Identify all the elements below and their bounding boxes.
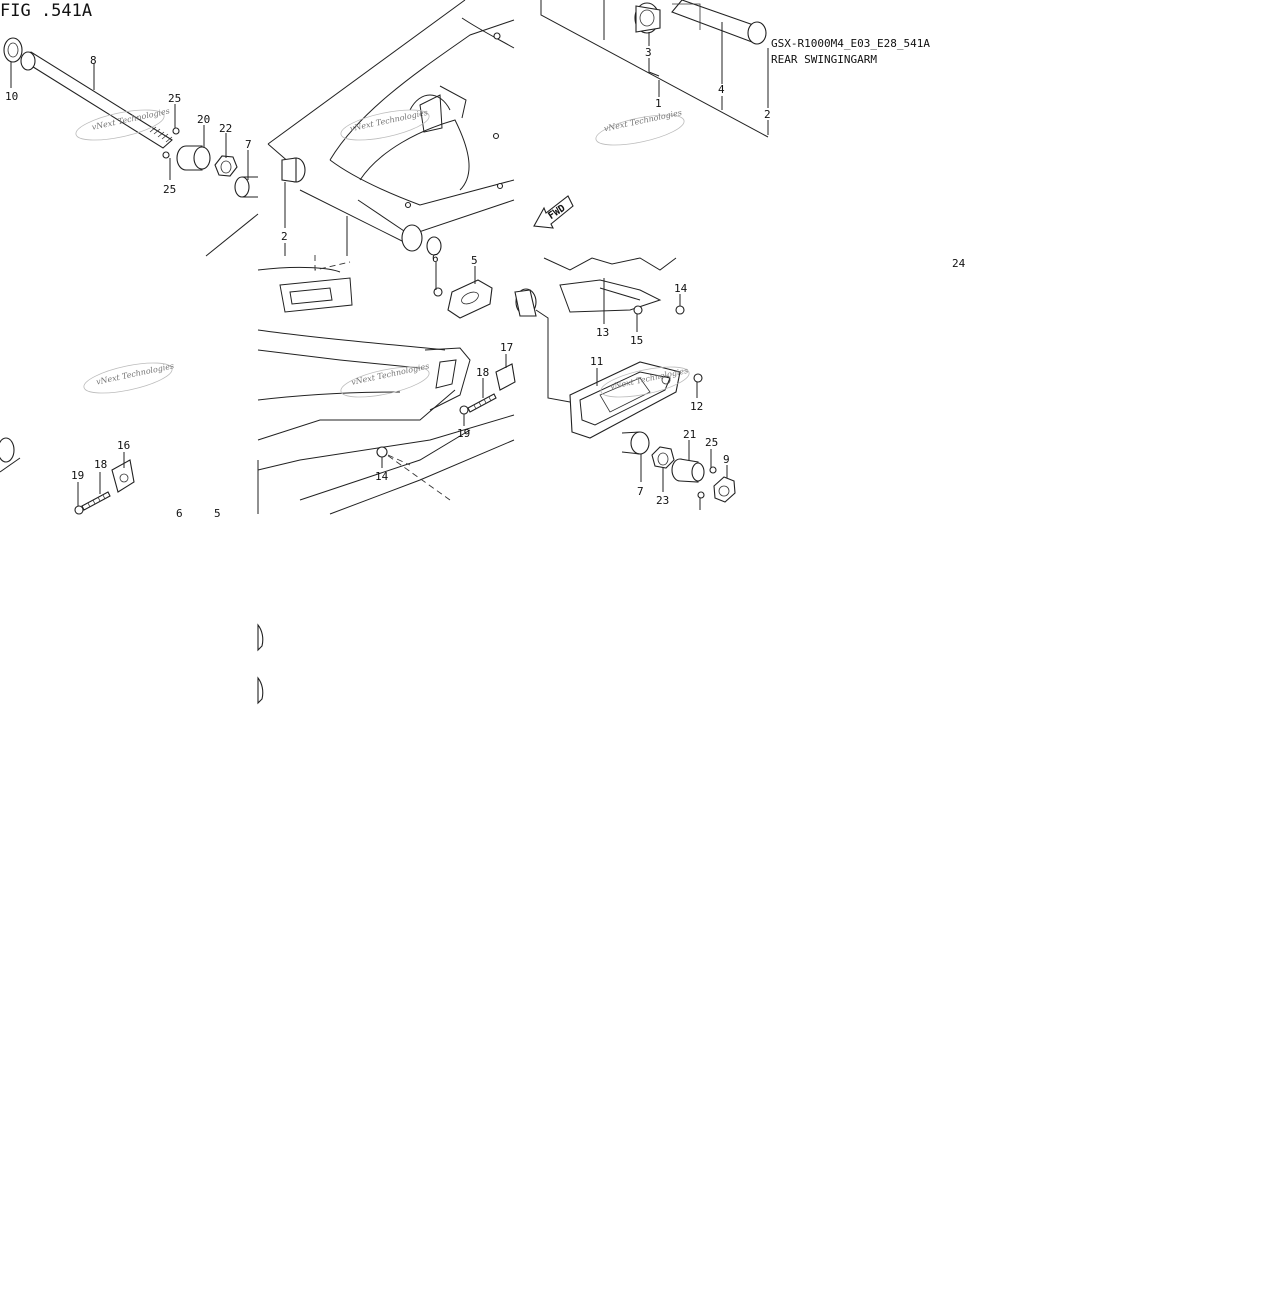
figure-code: GSX-R1000M4_E03_E28_541A (771, 37, 930, 50)
callout-18: 18 (476, 366, 489, 379)
callout-1: 1 (655, 97, 662, 110)
callout-14: 14 (375, 470, 389, 483)
callout-21: 21 (683, 428, 696, 441)
pivot-shaft-assembly (3, 37, 259, 257)
callout-23: 23 (656, 494, 669, 507)
callout-5: 5 (214, 507, 221, 520)
adjuster-panel (257, 255, 516, 515)
callout-20: 20 (197, 113, 210, 126)
lower-fasteners (257, 623, 264, 705)
callout-25: 25 (168, 92, 181, 105)
callout-25: 25 (163, 183, 176, 196)
callout-24: 24 (952, 257, 966, 270)
callout-numbers: 10 8 25 20 22 7 25 2 3 1 4 2 24 6 5 17 1… (5, 46, 966, 520)
callout-25: 25 (705, 436, 718, 449)
callout-3: 3 (645, 46, 652, 59)
callout-14: 14 (674, 282, 688, 295)
callout-10: 10 (5, 90, 18, 103)
watermark: vNext Technologies (595, 108, 685, 146)
callout-8: 8 (90, 54, 97, 67)
leader-lines (10, 22, 769, 510)
callout-12: 12 (690, 400, 703, 413)
callout-11: 11 (590, 355, 603, 368)
callout-7: 7 (245, 138, 252, 151)
swingarm-body (267, 0, 515, 256)
callout-19: 19 (71, 469, 84, 482)
callout-16: 16 (117, 439, 130, 452)
watermark: vNext Technologies (340, 362, 430, 398)
callout-22: 22 (219, 122, 232, 135)
svg-text:vNext Technologies: vNext Technologies (95, 361, 175, 386)
figure-title: FIG .541A (0, 1, 92, 21)
callout-15: 15 (630, 334, 643, 347)
callout-19: 19 (457, 427, 470, 440)
svg-text:vNext Technologies: vNext Technologies (603, 108, 683, 133)
adjuster-pieces-left (0, 437, 135, 515)
chain-guard-panel (514, 257, 736, 503)
pivot-components (540, 0, 769, 138)
callout-6: 6 (176, 507, 183, 520)
callout-13: 13 (596, 326, 609, 339)
callout-5: 5 (471, 254, 478, 267)
callout-6: 6 (432, 252, 439, 265)
callout-18: 18 (94, 458, 107, 471)
callout-17: 17 (500, 341, 513, 354)
fwd-arrow-icon: FWD (533, 195, 574, 229)
callout-2: 2 (281, 230, 288, 243)
callout-7: 7 (637, 485, 644, 498)
callout-4: 4 (718, 83, 725, 96)
callout-2: 2 (764, 108, 771, 121)
watermark: vNext Technologies (83, 361, 175, 394)
watermark: vNext Technologies (340, 108, 430, 141)
callout-9: 9 (723, 453, 730, 466)
figure-name: REAR SWINGINGARM (771, 53, 877, 66)
